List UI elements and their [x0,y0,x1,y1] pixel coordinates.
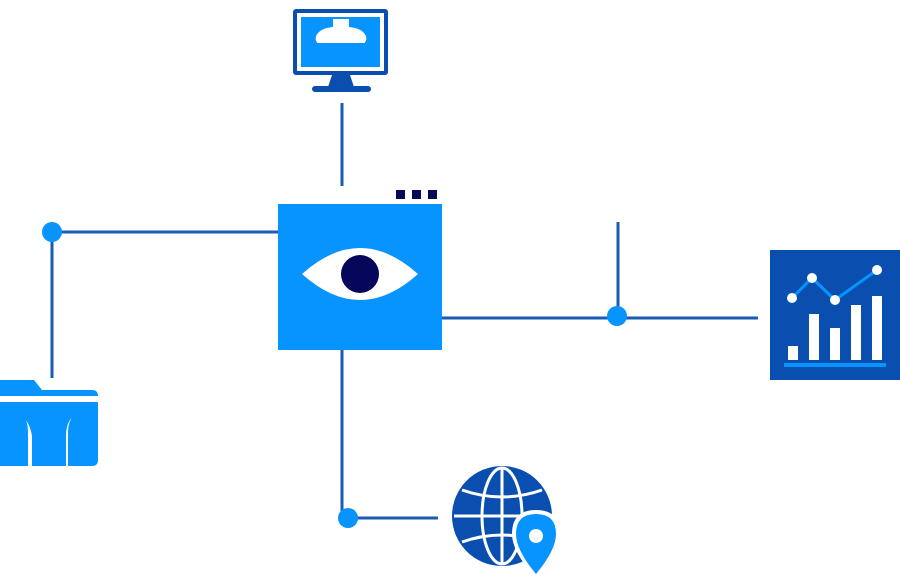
hub-eye-box [278,190,442,350]
junction-dot-analytics [607,306,627,326]
hub-dot-1 [396,190,405,199]
hub-dot-3 [428,190,437,199]
edge-hub-globe [340,350,438,520]
junction-dot-globe [338,508,358,528]
junction-dot-folder [42,222,62,242]
eye-icon [302,248,418,300]
edge-hub-folder [50,230,278,378]
monitor-icon [293,9,388,92]
analytics-chart-icon [770,250,900,380]
globe-location-icon [452,466,560,576]
hub-dot-2 [412,190,421,199]
junction-dots [42,222,627,528]
folder-icon [0,380,98,466]
